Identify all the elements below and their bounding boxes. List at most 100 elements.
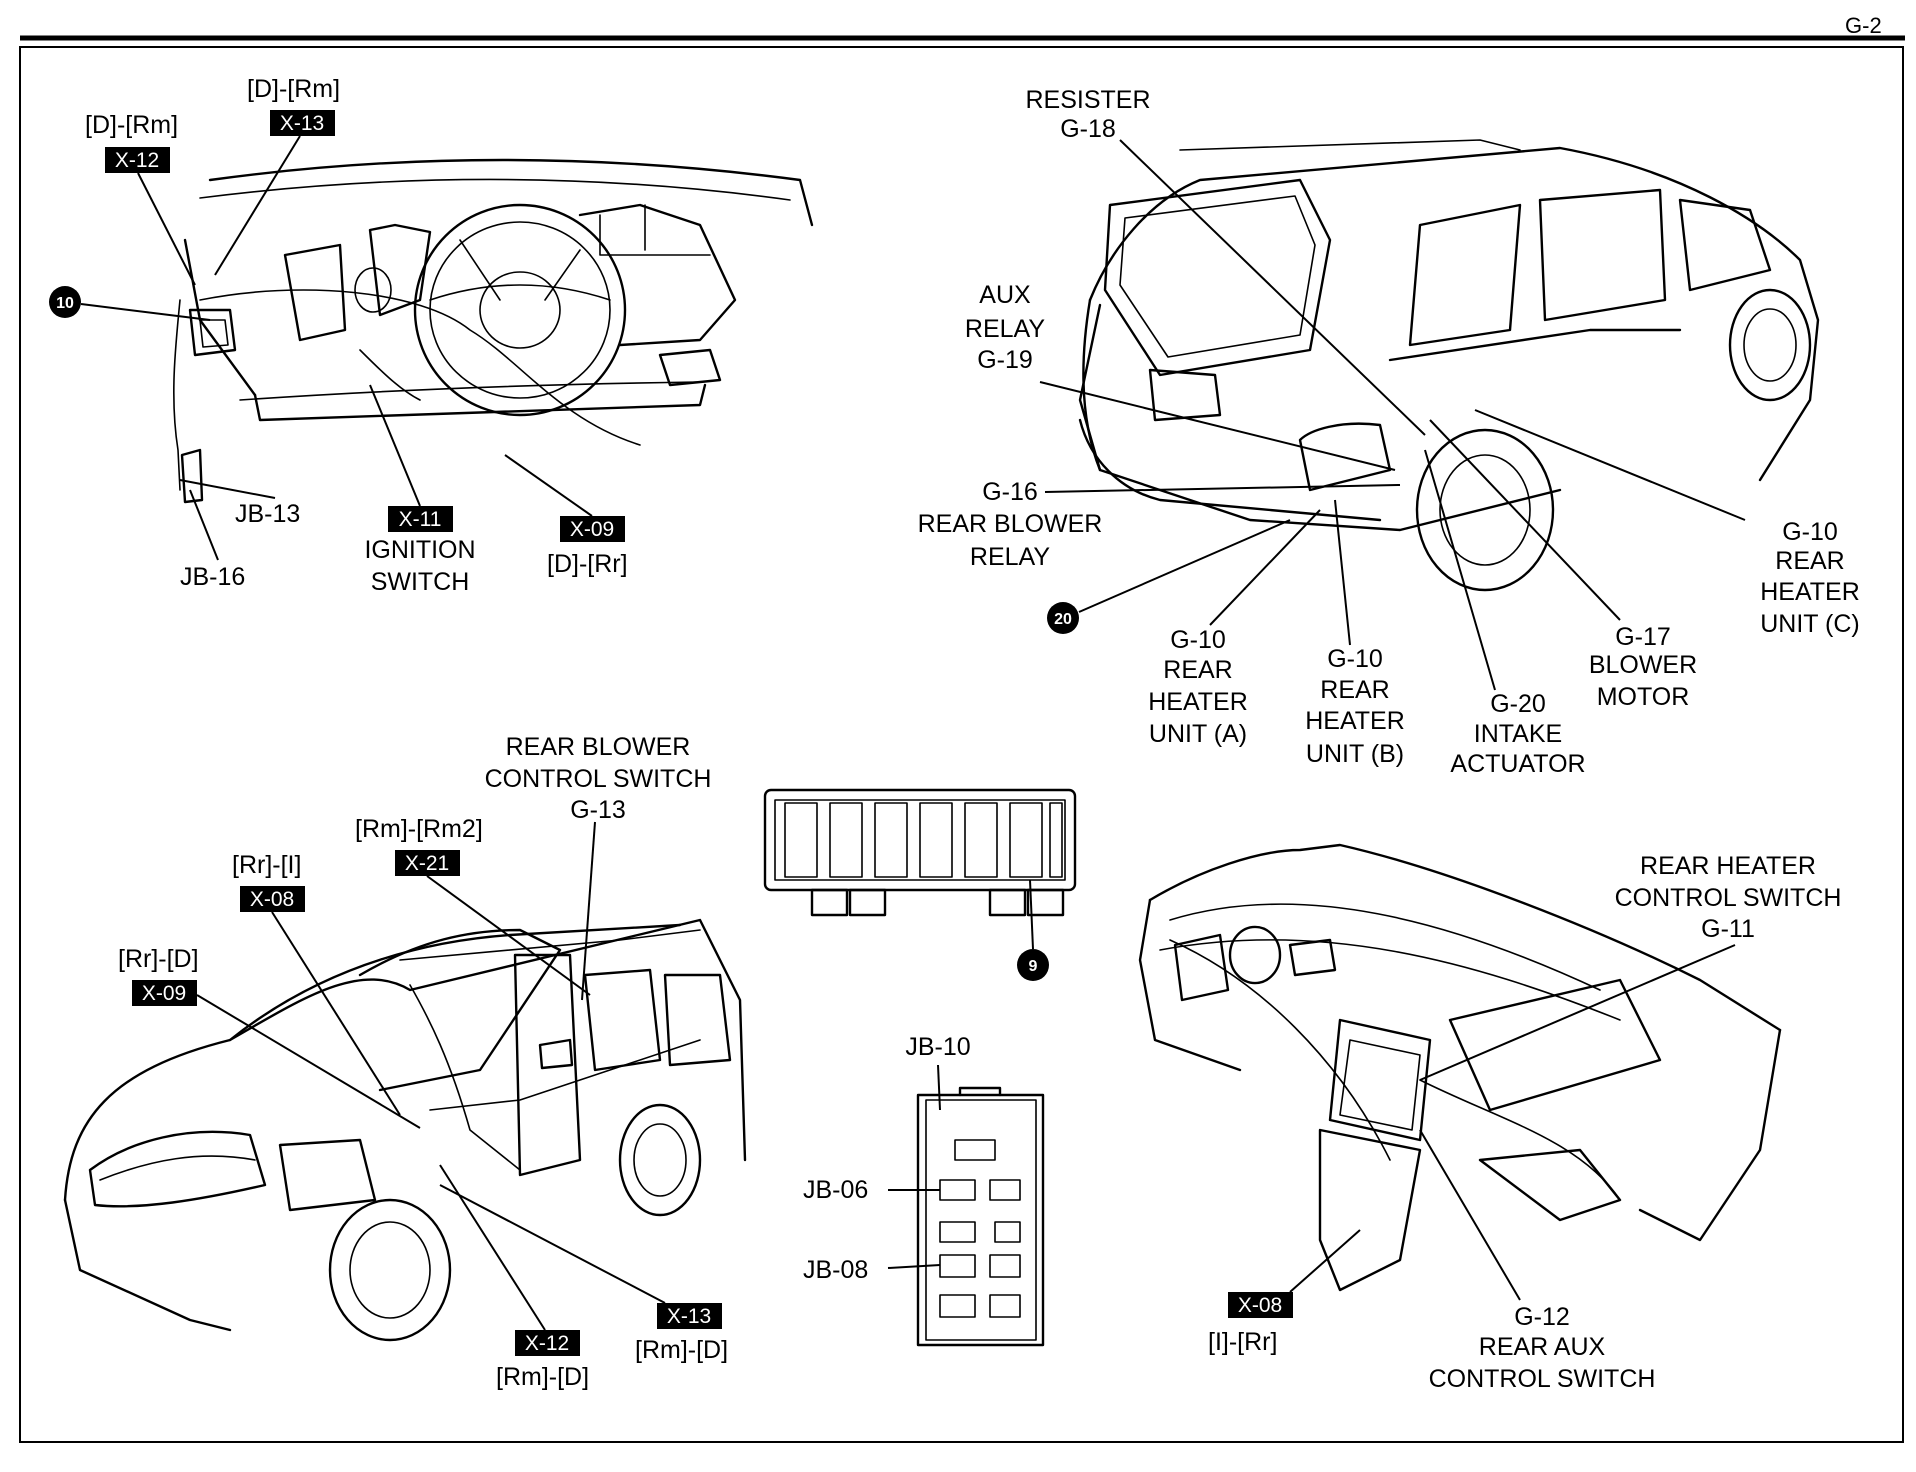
callout-20-number: 20 [1054,611,1072,628]
g10a-label-line1: G-10 [1170,626,1226,654]
g10c-label-line1: G-10 [1782,518,1838,546]
x09-top-leader [504,454,593,517]
x21-code-box [395,850,460,876]
x13-top-code-box [270,110,335,136]
x08-left-code-box [240,886,305,912]
g16-label-line3: RELAY [970,543,1050,571]
g13-label-line3: G-13 [570,796,626,824]
dashboard-center-console-illustration [1138,843,1782,1292]
g10c-label-line2: REAR [1775,547,1844,575]
relay-block-illustration [763,788,1077,917]
g17-label-line1: G-17 [1615,623,1671,651]
g10a-label-line3: HEATER [1148,688,1248,716]
callout-10-number: 10 [56,295,74,312]
x09-left-connector-label: [Rr]-[D] [118,945,199,973]
g13-leader [581,821,596,1001]
g12-label-line3: CONTROL SWITCH [1429,1365,1656,1393]
g11-label-line2: CONTROL SWITCH [1615,884,1842,912]
jb16-leader [189,489,219,561]
jb13-label: JB-13 [235,500,300,528]
x09-top-connector-label: [D]-[Rr] [547,550,628,578]
x12-bottom-leader [439,1164,546,1331]
x12-bottom-connector-label: [Rm]-[D] [496,1363,589,1391]
aux-relay-leader [1039,381,1396,471]
x12-bottom-code-box [515,1330,580,1356]
junction-box-illustration [916,1086,1045,1347]
x21-connector-label: [Rm]-[Rm2] [355,815,483,843]
x08-right-code: X-08 [1238,1294,1282,1317]
g10b-label-line3: HEATER [1305,707,1405,735]
g10b-label-line1: G-10 [1327,645,1383,673]
x08-right-code-box [1228,1292,1293,1318]
x08-left-code: X-08 [250,888,294,911]
x13-bottom-leader [439,1184,666,1304]
x09-top-code: X-09 [570,518,614,541]
g20-label-line1: G-20 [1490,690,1546,718]
x12-top-code: X-12 [115,149,159,172]
dashboard-drivers-side-illustration [172,158,814,504]
g13-label-line2: CONTROL SWITCH [485,765,712,793]
g16-leader [1044,484,1401,493]
x12-top-code-box [105,147,170,173]
callout-20-leader [1078,519,1291,613]
callout-10-marker [49,286,81,318]
x11-code: X-11 [399,508,442,531]
g10a-label-line4: UNIT (A) [1149,720,1247,748]
jb10-leader [937,1064,941,1111]
x13-top-leader [214,135,301,276]
x12-bottom-code: X-12 [525,1332,569,1355]
jb08-leader [887,1264,941,1269]
g11-label-line3: G-11 [1701,915,1755,943]
x21-leader [426,875,591,996]
g17-label-line3: MOTOR [1597,683,1690,711]
page-frame [19,46,1904,1443]
x13-bottom-connector-label: [Rm]-[D] [635,1336,728,1364]
x08-left-connector-label: [Rr]-[I] [232,851,301,879]
x11-code-box [388,506,453,532]
g10c-label-line4: UNIT (C) [1760,610,1860,638]
x13-top-connector-label: [D]-[Rm] [247,75,340,103]
callout-9-number: 9 [1029,958,1038,975]
g10b-label-line4: UNIT (B) [1306,740,1404,768]
x09-left-code-box [132,980,197,1006]
aux-relay-label-line3: G-19 [977,346,1033,374]
aux-relay-label-line2: RELAY [965,315,1045,343]
x13-bottom-code-box [657,1303,722,1329]
x13-bottom-code: X-13 [667,1305,711,1328]
van-front-three-quarter-illustration [63,918,747,1342]
g10b-leader [1334,499,1351,646]
x09-left-code: X-09 [142,982,186,1005]
ignition-switch-leader [369,384,421,507]
resister-label-line1: RESISTER [1025,86,1150,114]
g20-leader [1424,449,1496,691]
g12-label-line2: REAR AUX [1479,1333,1606,1361]
g17-leader [1429,419,1621,621]
resister-label-line2: G-18 [1060,115,1116,143]
x08-right-connector-label: [I]-[Rr] [1208,1328,1277,1356]
callout-9-leader [1029,879,1034,950]
g13-label-line1: REAR BLOWER [506,733,691,761]
aux-relay-label-line1: AUX [979,281,1031,309]
x09-top-code-box [560,516,625,542]
g10a-leader [1209,509,1321,626]
resister-leader [1119,139,1426,436]
g10c-label-line3: HEATER [1760,578,1860,606]
callout-20-marker [1047,602,1079,634]
van-rear-view-illustration [1078,139,1820,592]
g17-label-line2: BLOWER [1589,651,1697,679]
x13-top-code: X-13 [280,112,324,135]
g11-leader [1419,944,1736,1081]
x12-top-connector-label: [D]-[Rm] [85,111,178,139]
jb08-label: JB-08 [803,1256,868,1284]
x09-left-leader [196,994,421,1129]
g20-label-line3: ACTUATOR [1450,750,1585,778]
ignition-switch-label-line1: IGNITION [364,536,475,564]
g10b-label-line2: REAR [1320,676,1389,704]
x12-top-leader [137,172,196,286]
g10a-label-line2: REAR [1163,656,1232,684]
g20-label-line2: INTAKE [1474,720,1562,748]
page-number: G-2 [1845,13,1882,38]
g11-label-line1: REAR HEATER [1640,852,1816,880]
g16-label-line2: REAR BLOWER [918,510,1103,538]
